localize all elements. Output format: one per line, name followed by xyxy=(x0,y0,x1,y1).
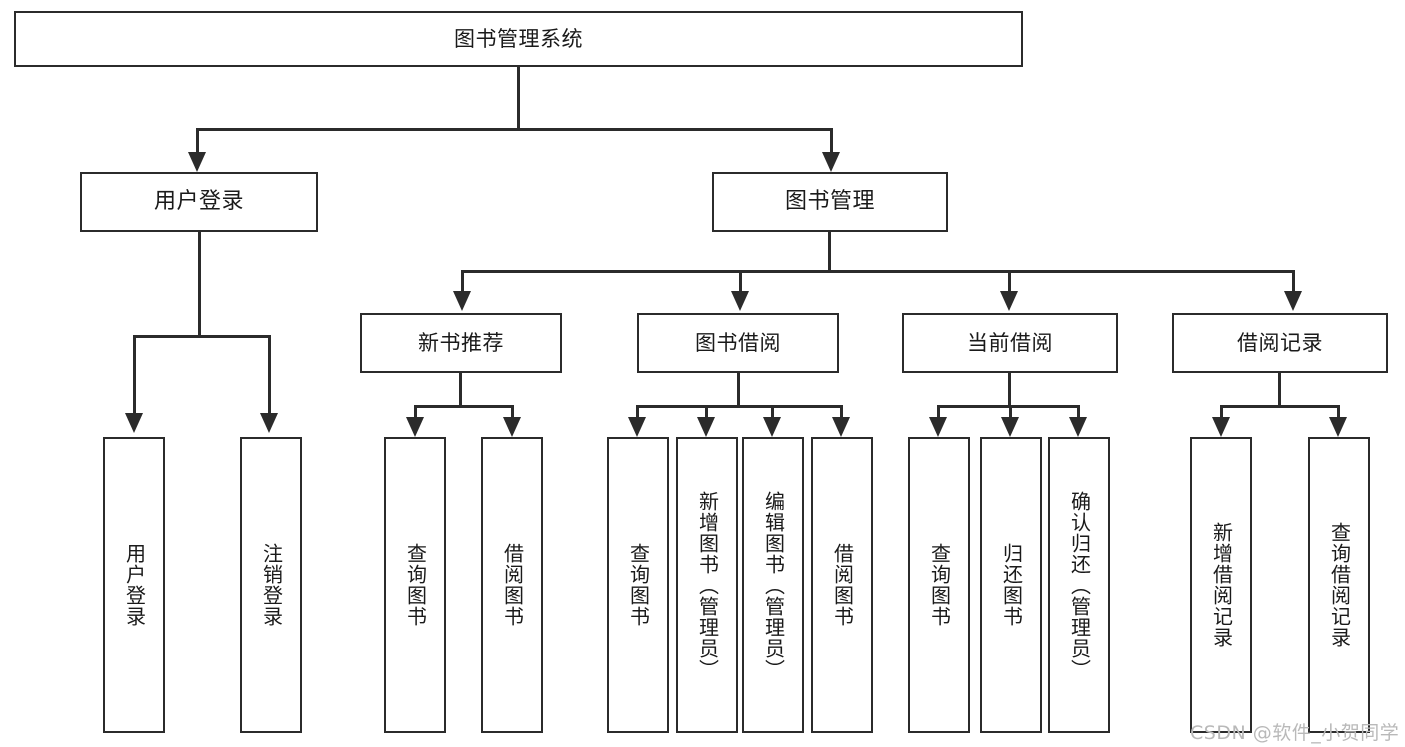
connector-book-borrow-drop-3 xyxy=(771,405,774,419)
connector-current-borrow-drop-1 xyxy=(937,405,940,419)
node-label: 当前借阅 xyxy=(967,330,1053,355)
leaf-return-book[interactable]: 归还图书 xyxy=(980,437,1042,733)
arrowhead-borrow-record-leaf-2 xyxy=(1329,417,1347,437)
leaf-add-book-admin[interactable]: 新增图书（管理员） xyxy=(676,437,738,733)
connector-current-borrow-drop-3 xyxy=(1077,405,1080,419)
leaf-borrow-book-recommendation[interactable]: 借阅图书 xyxy=(481,437,543,733)
arrowhead-current-borrow-leaf-2 xyxy=(1001,417,1019,437)
connector-new-book-rec-drop-2 xyxy=(511,405,514,419)
connector-level2-bar xyxy=(461,270,1295,273)
connector-new-book-rec-drop-1 xyxy=(414,405,417,419)
connector-to-book-borrow xyxy=(739,270,742,292)
connector-user-login-drop-1 xyxy=(133,335,136,415)
connector-to-borrow-record xyxy=(1292,270,1295,292)
node-label: 新增借阅记录 xyxy=(1209,522,1234,648)
node-label: 归还图书 xyxy=(999,543,1024,627)
connector-borrow-record-stem xyxy=(1278,373,1281,407)
connector-to-new-book-rec xyxy=(461,270,464,292)
arrowhead-to-current-borrow xyxy=(1000,291,1018,311)
node-label: 图书管理 xyxy=(784,189,875,215)
connector-book-borrow-stem xyxy=(737,373,740,407)
node-root-book-management-system[interactable]: 图书管理系统 xyxy=(14,11,1023,67)
leaf-query-borrow-record[interactable]: 查询借阅记录 xyxy=(1308,437,1370,733)
leaf-confirm-return-admin[interactable]: 确认归还（管理员） xyxy=(1048,437,1110,733)
arrowhead-user-login-leaf-2 xyxy=(260,413,278,433)
arrowhead-book-borrow-leaf-2 xyxy=(697,417,715,437)
arrowhead-to-book-borrow xyxy=(731,291,749,311)
node-current-borrow[interactable]: 当前借阅 xyxy=(902,313,1118,373)
node-label: 借阅记录 xyxy=(1237,330,1323,355)
leaf-edit-book-admin[interactable]: 编辑图书（管理员） xyxy=(742,437,804,733)
node-new-book-recommendation[interactable]: 新书推荐 xyxy=(360,313,562,373)
arrowhead-to-borrow-record xyxy=(1284,291,1302,311)
arrowhead-to-book-manage xyxy=(822,152,840,172)
arrowhead-book-borrow-leaf-3 xyxy=(763,417,781,437)
connector-book-borrow-bar xyxy=(636,405,843,408)
arrowhead-to-user-login xyxy=(188,152,206,172)
connector-book-borrow-drop-2 xyxy=(705,405,708,419)
connector-book-manage-stem xyxy=(828,232,831,272)
leaf-user-login[interactable]: 用户登录 xyxy=(103,437,165,733)
arrowhead-current-borrow-leaf-3 xyxy=(1069,417,1087,437)
leaf-add-borrow-record[interactable]: 新增借阅记录 xyxy=(1190,437,1252,733)
connector-borrow-record-drop-2 xyxy=(1337,405,1340,419)
connector-user-login-drop-2 xyxy=(268,335,271,415)
arrowhead-to-new-book-rec xyxy=(453,291,471,311)
node-label: 图书借阅 xyxy=(695,330,781,355)
arrowhead-book-borrow-leaf-1 xyxy=(628,417,646,437)
node-label: 新增图书（管理员） xyxy=(695,490,720,680)
arrowhead-current-borrow-leaf-1 xyxy=(929,417,947,437)
arrowhead-new-book-rec-leaf-2 xyxy=(503,417,521,437)
connector-borrow-record-drop-1 xyxy=(1220,405,1223,419)
node-label: 查询借阅记录 xyxy=(1327,522,1352,648)
connector-book-borrow-drop-4 xyxy=(840,405,843,419)
connector-root-stem xyxy=(517,67,520,129)
connector-new-book-rec-bar xyxy=(414,405,514,408)
leaf-query-book-borrow[interactable]: 查询图书 xyxy=(607,437,669,733)
connector-new-book-rec-stem xyxy=(459,373,462,407)
connector-current-borrow-stem xyxy=(1008,373,1011,407)
node-label: 确认归还（管理员） xyxy=(1067,490,1092,680)
node-book-borrow[interactable]: 图书借阅 xyxy=(637,313,839,373)
arrowhead-borrow-record-leaf-1 xyxy=(1212,417,1230,437)
connector-user-login-stem xyxy=(198,232,201,337)
node-label: 注销登录 xyxy=(259,543,284,627)
node-borrow-record[interactable]: 借阅记录 xyxy=(1172,313,1388,373)
connector-user-login-bar xyxy=(133,335,271,338)
node-label: 查询图书 xyxy=(626,543,651,627)
connector-to-user-login xyxy=(196,128,199,154)
connector-borrow-record-bar xyxy=(1220,405,1340,408)
node-label: 查询图书 xyxy=(403,543,428,627)
node-label: 用户登录 xyxy=(153,189,244,215)
arrowhead-book-borrow-leaf-4 xyxy=(832,417,850,437)
node-label: 借阅图书 xyxy=(500,543,525,627)
node-label: 查询图书 xyxy=(927,543,952,627)
node-label: 借阅图书 xyxy=(830,543,855,627)
connector-to-current-borrow xyxy=(1008,270,1011,292)
leaf-query-book-current[interactable]: 查询图书 xyxy=(908,437,970,733)
node-user-login[interactable]: 用户登录 xyxy=(80,172,318,232)
leaf-query-book-recommendation[interactable]: 查询图书 xyxy=(384,437,446,733)
connector-to-book-manage xyxy=(830,128,833,154)
node-label: 编辑图书（管理员） xyxy=(761,490,786,680)
node-book-management[interactable]: 图书管理 xyxy=(712,172,948,232)
arrowhead-new-book-rec-leaf-1 xyxy=(406,417,424,437)
connector-level1-bar xyxy=(196,128,833,131)
node-label: 图书管理系统 xyxy=(454,26,583,51)
arrowhead-user-login-leaf-1 xyxy=(125,413,143,433)
connector-current-borrow-drop-2 xyxy=(1009,405,1012,419)
node-label: 用户登录 xyxy=(122,543,147,627)
node-label: 新书推荐 xyxy=(418,330,504,355)
connector-current-borrow-bar xyxy=(937,405,1080,408)
leaf-borrow-book-borrow[interactable]: 借阅图书 xyxy=(811,437,873,733)
leaf-logout[interactable]: 注销登录 xyxy=(240,437,302,733)
connector-book-borrow-drop-1 xyxy=(636,405,639,419)
